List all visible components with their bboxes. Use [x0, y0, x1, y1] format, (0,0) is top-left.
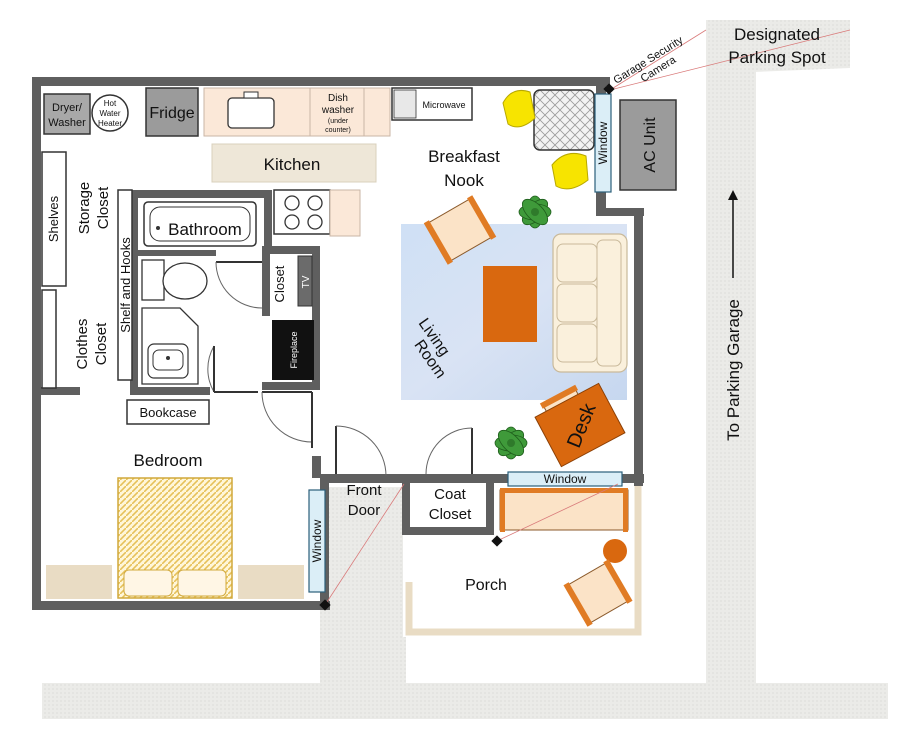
camera-sightline [609, 29, 707, 91]
coffee-table [483, 266, 537, 342]
porch-railing [405, 484, 642, 636]
porch-side-table [603, 539, 627, 563]
pillow [123, 569, 173, 597]
kitchen-island [211, 143, 377, 183]
fridge-label: Fridge [149, 105, 194, 122]
porch-bench [499, 488, 629, 532]
fireplace [272, 320, 314, 380]
parking-spot-area [706, 20, 850, 74]
kitchen-label: Kitchen [264, 155, 321, 174]
nook-window [594, 93, 612, 193]
tv [297, 255, 313, 307]
security-camera-icon [319, 599, 331, 611]
breakfast-nook-label-1: Breakfast [428, 147, 500, 166]
plant-icon [494, 426, 528, 460]
interior-walls [32, 190, 494, 535]
dryer-washer-label-2: Washer [48, 117, 86, 129]
ac-unit [619, 99, 677, 191]
driveway-to-garage [706, 20, 756, 690]
nook-chair-yellow [502, 89, 536, 128]
nightstand [238, 565, 304, 599]
water-heater-label-1: Hot [104, 99, 117, 108]
front-door-label-2: Door [348, 502, 381, 519]
water-heater [91, 94, 129, 132]
water-heater-label-3: Heater [98, 119, 122, 128]
clothes-closet-label-1: Clothes [74, 319, 91, 370]
bedroom-window-label: Window [310, 519, 324, 562]
porch-label: Porch [465, 577, 507, 594]
breakfast-nook-label-2: Nook [444, 171, 484, 190]
burner-icon [307, 214, 323, 230]
armchair [423, 195, 497, 265]
fireplace-label: Fireplace [289, 331, 299, 368]
burner-icon [284, 195, 300, 211]
plant-icon [518, 195, 552, 229]
dishwasher-note-2: counter) [325, 127, 351, 134]
nook-window-label: Window [596, 121, 610, 164]
faucet-icon [243, 91, 259, 99]
dishwasher-label-1: Dish [328, 93, 348, 104]
toilet-bowl [162, 262, 208, 300]
water-heater-label-2: Water [99, 109, 120, 118]
living-window [507, 471, 623, 487]
front-door-label-1: Front [346, 482, 382, 499]
nightstand [46, 565, 112, 599]
shelf-and-hooks-label: Shelf and Hooks [118, 237, 133, 333]
drain-icon [156, 226, 160, 230]
front-walkway [320, 487, 406, 687]
bookcase [126, 399, 210, 425]
shelves-unit [41, 151, 67, 287]
stove [273, 189, 331, 235]
camera-sightline [496, 483, 619, 542]
pillow [177, 569, 227, 597]
coat-closet-label-2: Closet [429, 506, 472, 523]
shelves-label: Shelves [46, 195, 61, 242]
dryer-washer-label-1: Dryer/ [52, 102, 83, 114]
ac-unit-label: AC Unit [642, 117, 659, 173]
sidewalk [42, 683, 888, 719]
fridge [145, 87, 199, 137]
microwave-label: Microwave [422, 100, 465, 110]
camera-sightline [609, 29, 851, 91]
storage-closet-label-2: Closet [95, 186, 112, 229]
burner-icon [284, 214, 300, 230]
to-parking-garage-label: To Parking Garage [724, 299, 743, 441]
dishwasher-note-1: (under [328, 118, 349, 125]
bookcase-label: Bookcase [139, 405, 196, 420]
dryer-washer [43, 93, 91, 135]
hall-closet-label: Closet [272, 265, 287, 302]
burner-icon [307, 195, 323, 211]
bathroom-label: Bathroom [168, 220, 242, 239]
coat-closet-label-1: Coat [434, 486, 467, 503]
parking-spot-label-1: Designated [734, 25, 820, 44]
living-window-label: Window [544, 472, 587, 486]
dishwasher-label-2: washer [321, 105, 355, 116]
kitchen-sink [227, 97, 275, 129]
clothes-closet-label-2: Closet [93, 322, 110, 365]
stove-counter [329, 189, 361, 237]
bedroom-window [308, 489, 326, 593]
nook-chair-yellow [551, 153, 589, 190]
porch-armchair [563, 559, 633, 627]
shelf-and-hooks-unit [117, 189, 133, 381]
parking-spot-label-2: Parking Spot [728, 48, 826, 67]
clothes-closet-rod [41, 289, 57, 389]
security-camera-icon [491, 535, 503, 547]
tv-label: TV [301, 275, 312, 288]
desk: Desk [534, 382, 626, 468]
nook-table [533, 89, 595, 151]
storage-closet-label-1: Storage [76, 182, 93, 235]
sofa [552, 233, 628, 373]
camera-sightline [324, 483, 405, 606]
bedroom-label: Bedroom [134, 451, 203, 470]
toilet-tank [141, 259, 165, 301]
